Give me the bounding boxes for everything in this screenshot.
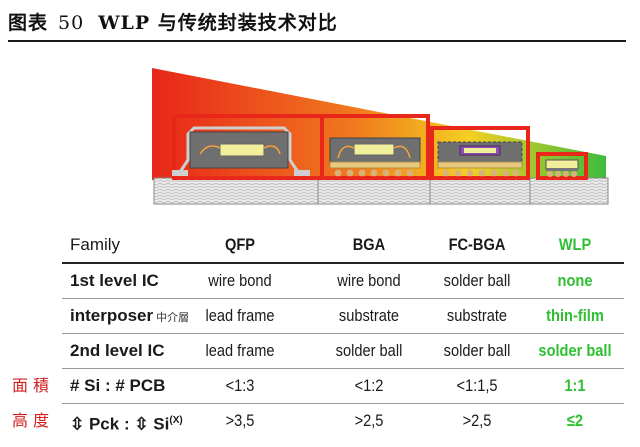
cell-qfp: <1:3 [225, 376, 255, 395]
cell-qfp: lead frame [205, 341, 275, 360]
header-divider [62, 262, 624, 264]
cell-bga: wire bond [337, 271, 401, 290]
table-row: 面積 # Si : # PCB <1:3 <1:2 <1:1,5 1:1 [0, 369, 640, 403]
row-divider [62, 333, 624, 334]
row-label-text: interposer [70, 306, 154, 325]
cell-qfp: >3,5 [225, 411, 255, 430]
cell-wlp: 1:1 [564, 376, 586, 395]
wlp-package [536, 152, 588, 180]
package-comparison-figure [148, 62, 610, 212]
caption-title: WLP 与传统封装技术对比 [98, 12, 338, 34]
cell-bga: <1:2 [354, 376, 384, 395]
row-label-text: ⇳ Pck : ⇳ Si [70, 414, 170, 434]
table-header-row: Family QFP BGA FC-BGA WLP [0, 228, 640, 262]
pcb-board [153, 177, 609, 205]
table-row: 高度 ⇳ Pck : ⇳ Si(X) >3,5 >2,5 >2,5 ≤2 [0, 404, 640, 438]
cell-bga: substrate [338, 306, 400, 325]
cell-qfp: lead frame [205, 306, 275, 325]
fc-bga-package [430, 126, 530, 180]
row-divider [62, 368, 624, 369]
table-row: 1st level IC wire bond wire bond solder … [0, 264, 640, 298]
cell-bga: solder ball [335, 341, 403, 360]
header-family: Family [70, 235, 121, 254]
cell-fc-bga: solder ball [443, 271, 511, 290]
header-qfp: QFP [224, 235, 256, 254]
row-divider [62, 403, 624, 404]
figure-caption: 图表 50 WLP 与传统封装技术对比 [8, 8, 338, 36]
row-label-zh: 中介層 [156, 311, 190, 324]
row-zh-label: 面積 [12, 376, 55, 395]
qfp-package [172, 114, 324, 180]
table-row: 2nd level IC lead frame solder ball sold… [0, 334, 640, 368]
cell-wlp: ≤2 [566, 411, 584, 430]
cell-fc-bga: <1:1,5 [456, 376, 498, 395]
cell-wlp: none [557, 271, 593, 290]
cell-bga: >2,5 [354, 411, 384, 430]
cell-fc-bga: substrate [446, 306, 508, 325]
cell-fc-bga: >2,5 [462, 411, 492, 430]
cell-qfp: wire bond [208, 271, 272, 290]
row-label: 1st level IC [70, 271, 159, 290]
caption-number: 50 [58, 12, 85, 34]
row-label-footnote: (X) [169, 415, 183, 426]
row-divider [62, 298, 624, 299]
row-zh-label: 高度 [12, 411, 55, 430]
header-wlp: WLP [558, 235, 592, 254]
cell-fc-bga: solder ball [443, 341, 511, 360]
caption-prefix: 图表 [8, 12, 49, 34]
cell-wlp: thin-film [546, 306, 604, 325]
bga-package [320, 114, 430, 180]
row-label: 2nd level IC [70, 341, 165, 360]
row-label: # Si : # PCB [70, 376, 166, 395]
caption-underline [8, 40, 626, 42]
cell-wlp: solder ball [538, 341, 612, 360]
header-fc-bga: FC-BGA [448, 235, 506, 254]
comparison-table: Family QFP BGA FC-BGA WLP 1st level IC w… [0, 228, 640, 447]
package-illustration [152, 68, 609, 205]
row-label: ⇳ Pck : ⇳ Si(X) [70, 404, 183, 438]
header-bga: BGA [352, 235, 386, 254]
